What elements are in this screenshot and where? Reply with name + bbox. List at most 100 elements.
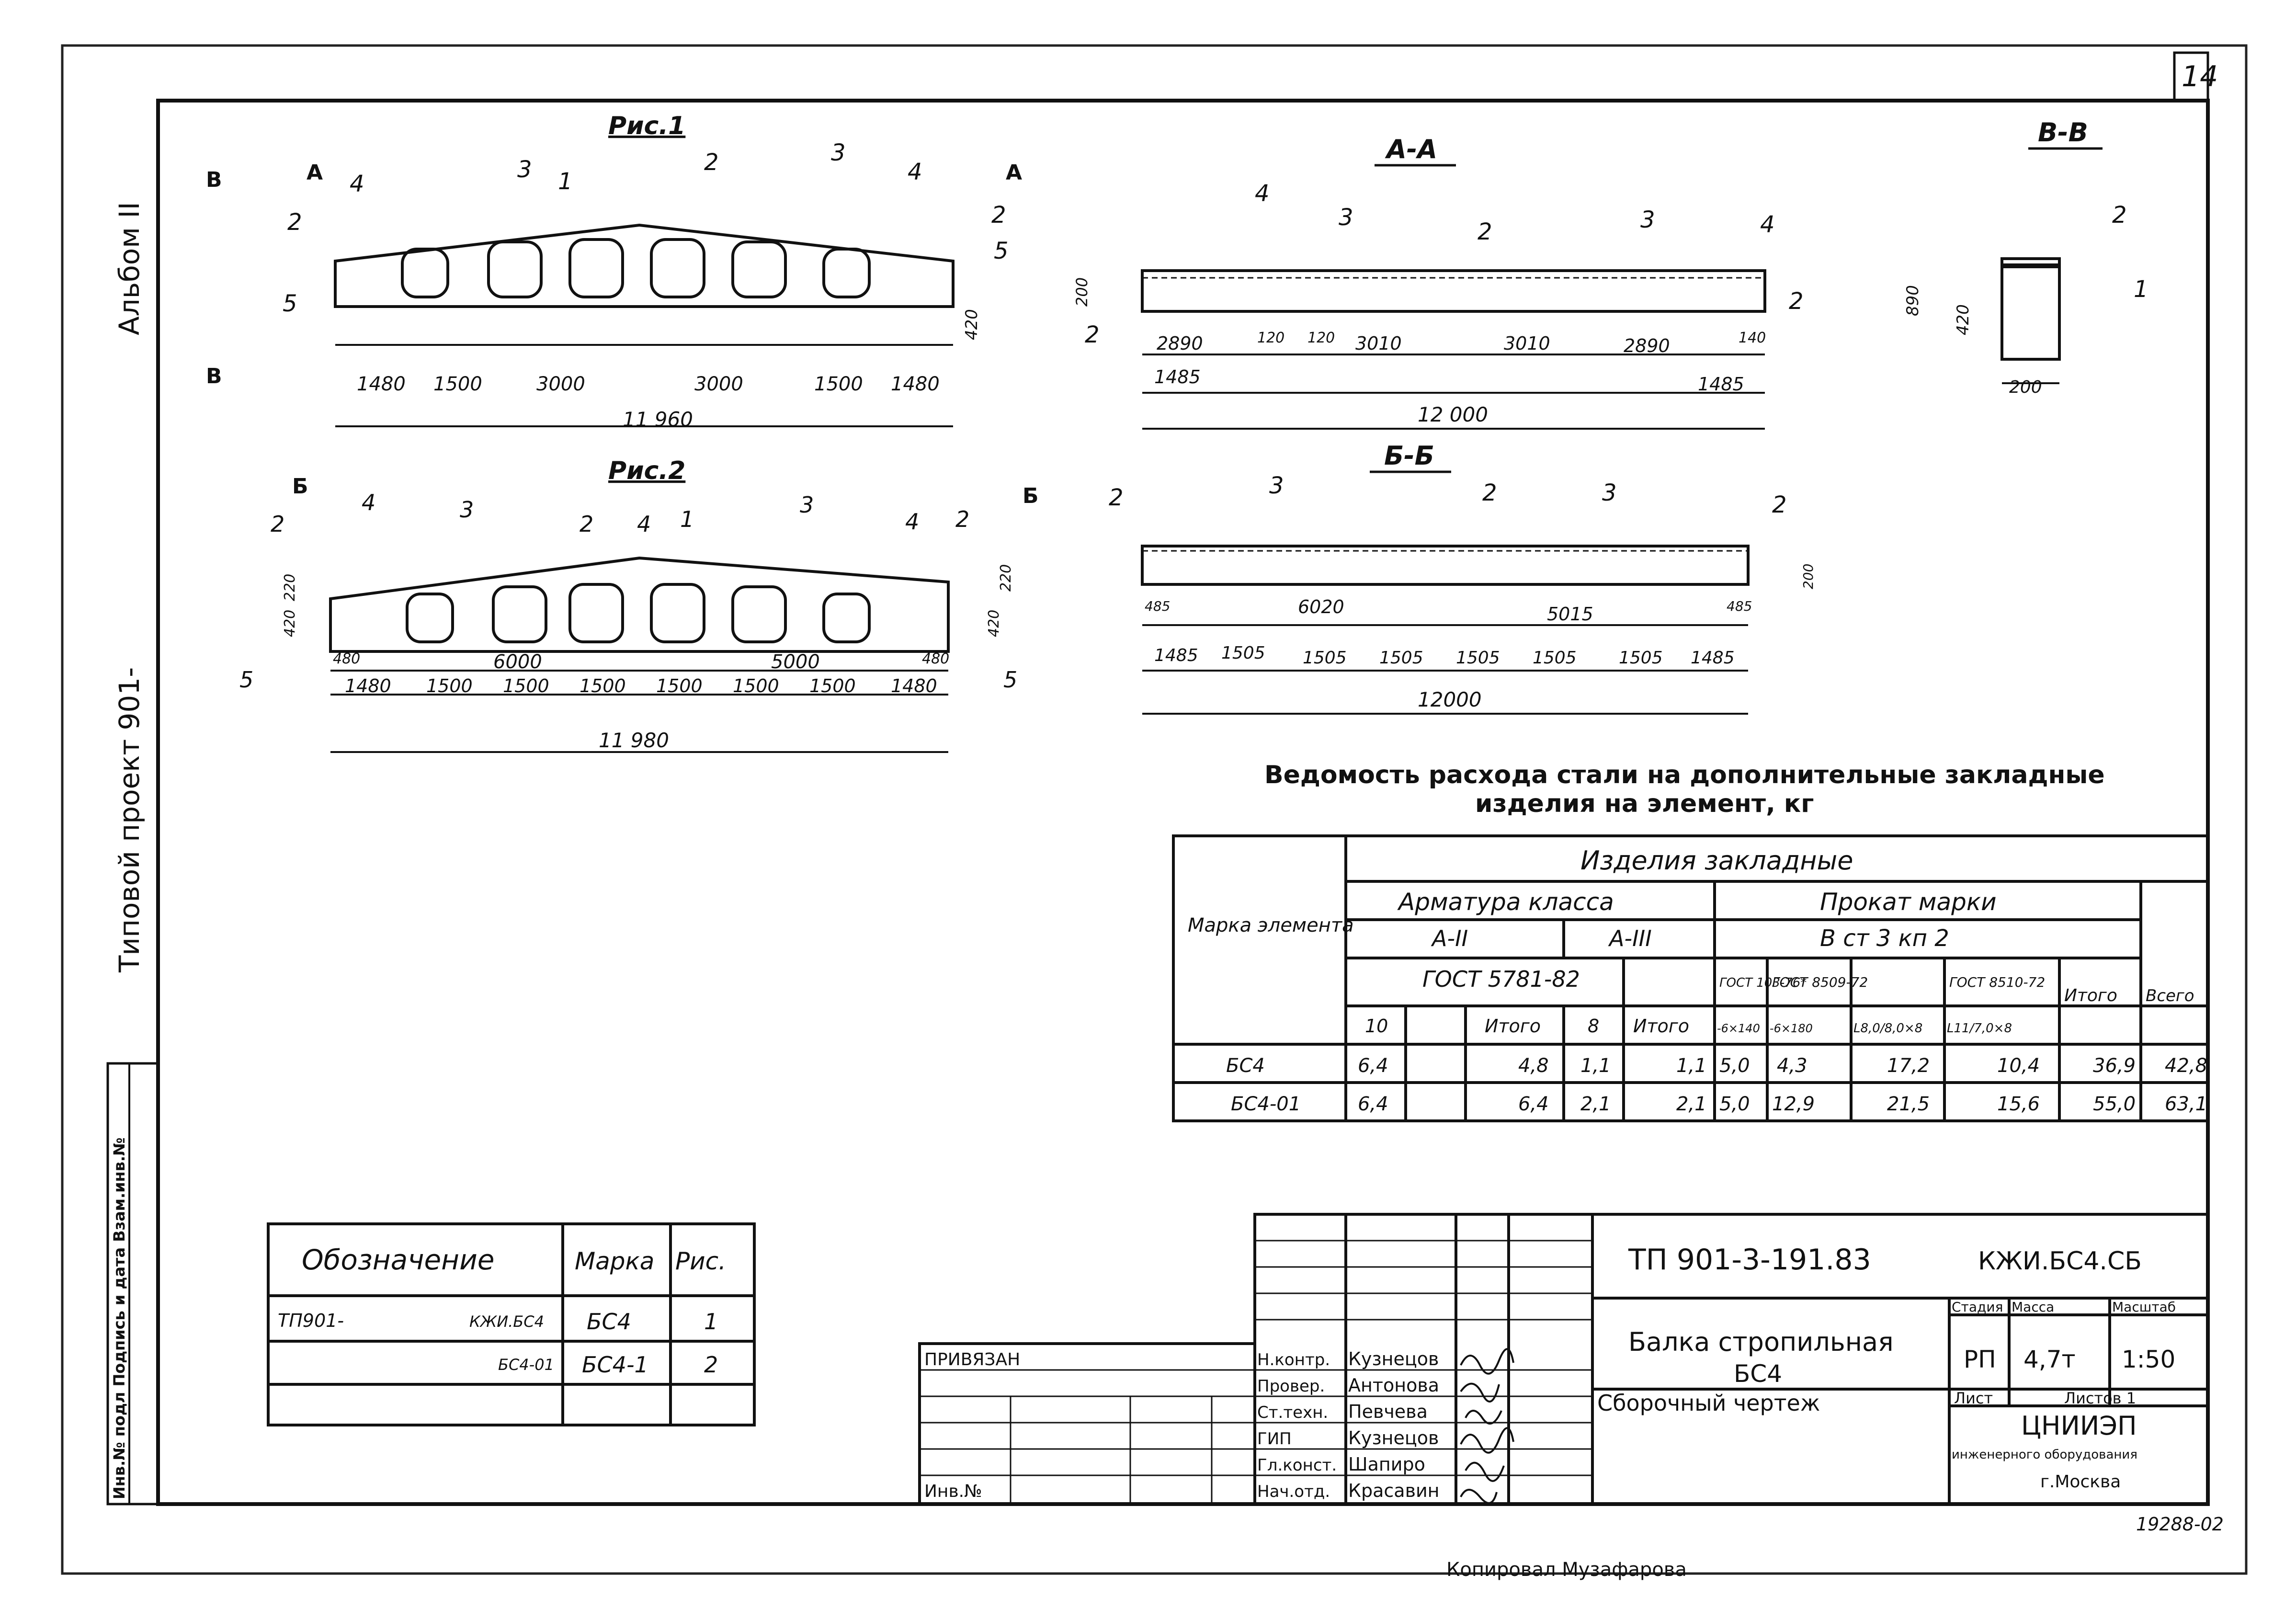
fig2-height: 420 [986,610,1002,637]
fig2-dim: 1500 [580,675,626,696]
sec-bb-overall: 12000 [1418,688,1482,711]
fig2-callout: 3 [800,492,814,518]
sheet-number-box [2173,51,2209,102]
steel-table: Ведомость расхода стали на дополнительны… [1172,761,2209,1122]
designation-code: ТП901- [278,1310,344,1331]
steel-cell: 6,4 [1358,1093,1388,1115]
steel-head-armatura: Арматура класса [1397,888,1614,916]
sec-aa-callout: 3 [1339,204,1353,231]
sec-bb-callout: 2 [1109,484,1124,511]
fig1-mark: А [1006,160,1022,185]
scale-value: 1:50 [2122,1346,2175,1373]
sec-bb-title: Б-Б [1384,441,1434,471]
doc-code: КЖИ.БС4.СБ [1978,1247,2142,1276]
steel-table-title-2: изделия на элемент, кг [1475,789,1814,818]
sec-bb-dim: 1505 [1619,648,1663,668]
fig2-dim: 1480 [345,675,391,696]
fig1-title: Рис.1 [608,112,685,140]
signature-scribble [1465,1461,1505,1482]
role-label: Н.контр. [1257,1350,1330,1369]
sec-aa-dim: 120 [1307,330,1335,346]
fig1-mark: В [206,168,222,192]
fig2-height: 420 [282,610,298,637]
steel-row-2: БС4-01 6,4 6,4 2,1 2,1 5,0 12,9 21,5 15,… [1231,1093,2207,1115]
fig2-dim: 1500 [426,675,473,696]
sec-bb-dim: 1505 [1379,648,1423,668]
fig1-callout: 2 [287,209,302,236]
fig2-dim: 1480 [891,675,937,696]
role-label: Провер. [1257,1377,1325,1396]
section-bb: Б-Б 485 6020 5015 485 1485 1505 1505 150… [1109,441,1816,715]
fig2-overall: 11 980 [599,729,669,752]
steel-head-vst: В ст 3 кп 2 [1820,925,1949,952]
name-label: Красавин [1348,1480,1440,1501]
name-label: Антонова [1348,1375,1439,1396]
fig2-callouts: 2 4 3 2 4 1 3 4 2 5 5 [239,490,1017,693]
fig2-mark: Б [1023,484,1039,508]
sec-bb-dim: 5015 [1547,604,1593,625]
stamp-strip [106,1062,159,1506]
steel-head-vsego: Всего [2146,986,2194,1005]
sec-bb-dims-mid: 485 6020 5015 485 [1145,596,1752,625]
fig2-inner-dim: 6000 [493,651,542,673]
steel-subhead-cell: Итого [1485,1015,1541,1037]
designation-table: Обозначение Марка Рис. ТП901- КЖИ.БС4 БС… [267,1222,756,1426]
sec-bb-outline [1141,545,1750,586]
sec-bb-callout: 2 [1772,491,1787,518]
privyazan: ПРИВЯЗАН [924,1350,1020,1369]
sec-aa-height: 200 [1073,277,1091,307]
sheets-label: Листов 1 [2064,1389,2136,1407]
archive-number: 19288-02 [2136,1514,2224,1535]
name-label: Шапиро [1348,1454,1425,1475]
stage-header: Стадия [1952,1299,2003,1315]
sec-bb-dim: 1505 [1221,643,1265,663]
fig1-dim: 1500 [814,373,863,395]
designation-code2: БС4-01 [498,1356,554,1374]
steel-cell: 1,1 [1676,1055,1707,1077]
steel-table-title-1: Ведомость расхода стали на дополнительны… [1264,761,2105,789]
sec-vv-callout: 1 [2134,276,2148,303]
stamp-label: Инв.№ подл Подпись и дата Взам.инв.№ [110,1137,128,1499]
sec-aa-dim: 3010 [1355,333,1402,354]
designation-fig: 1 [704,1309,718,1335]
project-code: ТП 901-3-191.83 [1628,1243,1871,1277]
fig2-callout: 3 [460,497,474,523]
fig2-inner-dims: 480 6000 5000 480 [333,650,949,673]
sec-aa-outline [1141,269,1766,313]
fig1-mark: В [206,364,222,388]
steel-head-gost-arm: ГОСТ 5781-82 [1422,966,1580,992]
sec-vv-outline [2000,257,2061,361]
sec-bb-height: 200 [1800,564,1816,589]
steel-head-prokat: Прокат марки [1820,888,1997,916]
title-block: ТП 901-3-191.83 КЖИ.БС4.СБ ПРИВЯЗАН Инв.… [918,1213,2224,1535]
mass-header: Масса [2012,1299,2054,1315]
sec-aa-dim: 1485 [1698,374,1744,395]
signatures [1460,1348,1514,1504]
steel-cell: 36,9 [2093,1055,2136,1077]
sec-aa-callout: 4 [1760,211,1775,238]
fig1-callout: 2 [991,202,1006,228]
fig2-callout: 2 [580,511,593,537]
sec-aa-callout: 3 [1640,206,1655,233]
fig1-dim: 1500 [433,373,482,395]
steel-head-gost1: ГОСТ 103-76* [1719,976,1807,990]
fig2-inner-dim: 480 [333,650,360,667]
title-line-3: Сборочный чертеж [1597,1390,1820,1416]
fig1-callout: 4 [908,159,922,185]
steel-subhead-cell: Итого [1633,1015,1689,1037]
fig2-callout: 5 [1003,667,1017,693]
sec-bb-dim: 1505 [1303,648,1347,668]
steel-subhead-cell: 8 [1588,1015,1599,1037]
sec-aa-dim: 3010 [1504,333,1550,354]
sec-aa-overall: 12 000 [1418,403,1488,426]
steel-row-mark: БС4-01 [1231,1093,1301,1115]
fig2-inner-dim: 480 [922,650,949,667]
steel-subhead-cell: 10 [1365,1015,1388,1037]
copied-by: Копировал Музафарова [1446,1559,1687,1581]
steel-cell: 2,1 [1676,1093,1707,1115]
steel-subhead-cell: -6×180 [1770,1022,1813,1035]
sec-vv-title: В-В [2038,117,2088,148]
sec-bb-callout: 3 [1602,479,1617,506]
designation-mark: БС4-1 [582,1352,648,1378]
designation-fig: 2 [704,1352,718,1378]
